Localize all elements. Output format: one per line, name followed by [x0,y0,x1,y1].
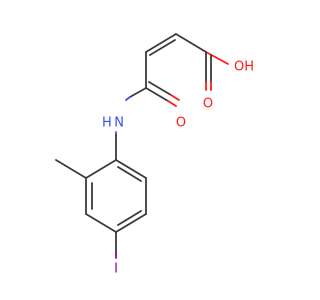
structure-diagram: OH O O H N I [55,33,254,277]
bond-c4-n-b [125,96,131,101]
ring-bond-3 [85,213,117,233]
bond-c4-n-a [129,87,147,98]
atom-amide-carbonyl-oxygen: O [176,116,186,131]
bond-c2-c3 [145,33,177,53]
bond-c4-o-a [145,87,169,102]
bond-c1-c2 [175,33,207,53]
bond-c4-o-b [167,100,177,107]
bond-methyl [55,159,87,179]
bond-c4-o-double-a [148,81,172,96]
ring-double-3 [117,166,142,182]
atom-oh-label: OH [234,60,254,75]
atom-iodine: I [114,262,118,277]
bond-c4-o-double-b [170,94,180,101]
molecule-canvas: OH O O H N I [55,33,255,277]
ring-bond-1 [85,159,117,179]
atom-acid-carbonyl-oxygen: O [203,97,213,112]
bond-c1-oh [205,51,229,65]
ring-bond-6 [115,159,147,179]
ring-bond-4 [115,213,147,233]
ring-double-2 [117,210,142,226]
atom-amide-nitrogen: H N [102,116,124,131]
bond-c2-c3-double [149,39,176,56]
